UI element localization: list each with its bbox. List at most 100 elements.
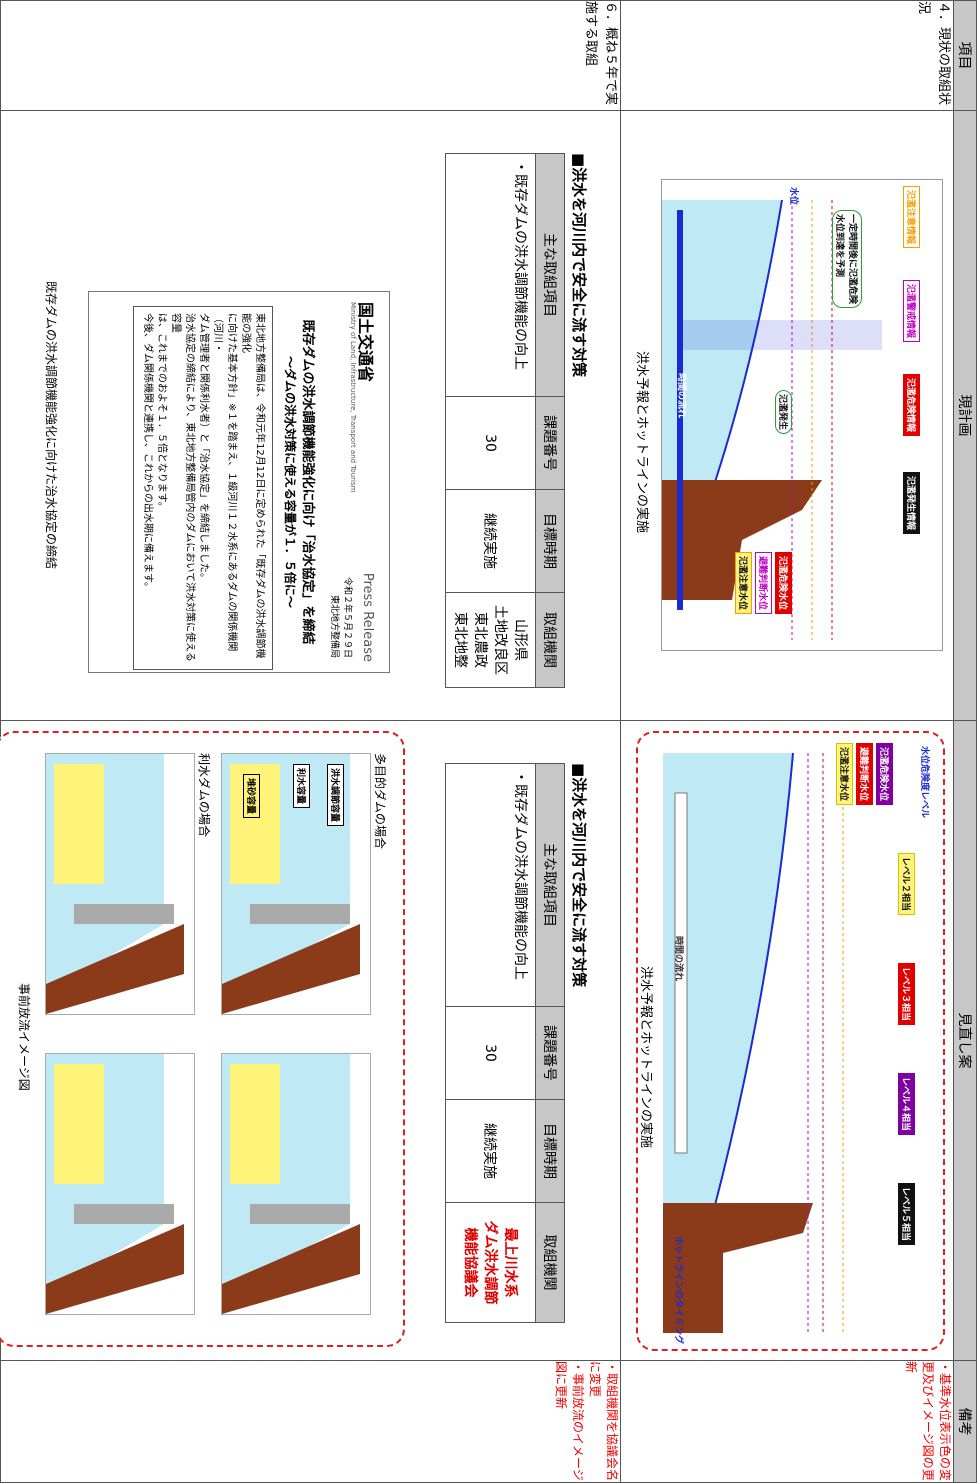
flood-danger-info-label: 氾濫危険情報 (903, 374, 920, 437)
prerelease-caption: 事前放流イメージ図 (17, 983, 31, 1091)
flood-warning-info-label: 氾濫警戒情報 (903, 280, 920, 343)
hotline-timing-legend: ホットラインのタイミング (673, 1236, 683, 1345)
row1-item: ４．現状の取組状況 (620, 0, 954, 111)
agency-2: ダム洪水調節 (482, 1220, 499, 1305)
mlit-english: Ministry of Land, Infrastructure, Transp… (349, 302, 357, 493)
revised-caution-level: 氾濫注意水位 (836, 743, 853, 806)
flood-caution-info-label: 氾濫注意情報 (903, 186, 920, 249)
mlit-logo: 国土交通省 (356, 302, 375, 383)
danger-level-label: 氾濫危険水位 (775, 552, 792, 615)
col-target-time: 目標時期 (535, 489, 565, 593)
row2-item: ６．概ね５年で実施する取組 (0, 0, 621, 111)
dam-svg (46, 754, 184, 1014)
current-section-heading: ■洪水を河川内で安全に流す対策 (570, 153, 588, 378)
current-figure-caption: 洪水予報とホットラインの実施 (634, 351, 649, 534)
hotline-diagram-current (662, 180, 942, 650)
agency-2: 土地改良区 (492, 605, 509, 675)
flood-storage-label: 洪水調節容量 (327, 764, 344, 827)
press-body-line: ダム管理者と関係利水者）と「治水協定」を締結しました。 (198, 313, 209, 583)
col-target-time: 目標時期 (535, 1099, 565, 1203)
revised-issue-number: 30 (445, 1006, 536, 1100)
current-measures-table: 主な取組項目 課題番号 目標時期 取組機関 ・既存ダムの洪水調節機能の向上 30… (445, 153, 565, 688)
panel-multipurpose-title: 多目的ダムの場合 (373, 753, 387, 850)
press-release-label: Press Release (360, 572, 375, 662)
col-main-item: 主な取組項目 (535, 153, 565, 397)
header-current-plan: 現計画 (953, 110, 977, 721)
press-body-line: 東北地方整備局は、令和元年12月12日に定められた「既存ダムの洪水調節機能の強化 (240, 313, 265, 659)
header-item: 項目 (953, 0, 977, 111)
revised-measure-text: ・既存ダムの洪水調節機能の向上 (445, 763, 536, 1007)
remark-agency-change: ・取組機関を協議会名に変更 (588, 1361, 619, 1482)
press-body-line: に向けた基本方針」※１を踏まえ、１級河川１２水系にあるダムの関係機関（河川・ (212, 313, 237, 652)
current-agencies: 山形県 土地改良区 東北農政 東北地整 (445, 592, 536, 688)
dam-diagram-4 (45, 1053, 195, 1315)
agency-1: 山形県 (512, 619, 529, 661)
row2-remarks: ・取組機関を協議会名に変更 ・事前放流のイメージ図に更新 (0, 1360, 621, 1483)
revised-agencies: 最上川水系 ダム洪水調節 機能協議会 (445, 1202, 536, 1323)
water-level-label: 水位 (788, 187, 798, 206)
current-measure-text: ・既存ダムの洪水調節機能の向上 (445, 153, 536, 397)
press-issuer: 東北地方整備局 (329, 594, 339, 658)
sediment-storage-label: 堆砂容量 (243, 774, 260, 819)
press-body-line: 今後、ダム関係機関と連携し、これからの出水期に備えます。 (142, 313, 153, 592)
press-body-line: は、これまでのおよそ１．５倍となります。 (156, 313, 167, 512)
press-title: 既存ダムの洪水調節機能強化に向け「治水協定」を締結 (300, 319, 315, 645)
caution-level-label: 氾濫注意水位 (735, 552, 752, 615)
level5-label: レベル５相当 (898, 1183, 915, 1246)
row1-remarks: ・基準水位表示色の変更及びイメージ図の更新 (620, 1360, 954, 1483)
col-issue-no: 課題番号 (535, 396, 565, 490)
press-caption: 既存ダムの洪水調節機能強化に向けた治水協定の締結 (44, 281, 58, 570)
dam-diagram-1: 洪水調節容量 利水容量 堆砂容量 (221, 753, 371, 1015)
row2-revised-cell: ■洪水を河川内で安全に流す対策 主な取組項目 課題番号 目標時期 取組機関 ・既… (0, 720, 621, 1361)
forecast-bubble-label: 一定時間後に氾濫危険水位到達を予測 (832, 210, 862, 308)
row1-current-cell: 氾濫注意情報 氾濫警戒情報 氾濫危険情報 氾濫発生情報 一定時間後に氾濫危険水位… (620, 110, 954, 721)
agency-3: 機能協議会 (462, 1227, 479, 1298)
press-body-line: 治水協定の締結により、東北地方整備局管内のダムにおいて洪水対策に使える容量 (170, 313, 195, 662)
revised-measures-table: 主な取組項目 課題番号 目標時期 取組機関 ・既存ダムの洪水調節機能の向上 30… (445, 763, 565, 1323)
press-release: 国土交通省 Ministry of Land, Infrastructure, … (88, 291, 390, 673)
risk-level-title: 水位危険度レベル (919, 746, 929, 819)
hotline-figure-revised: 水位危険度レベル レベル２相当 レベル３相当 レベル４相当 レベル５相当 氾濫危… (636, 731, 945, 1351)
revised-time-flow: 時間の流れ (673, 936, 683, 982)
remark-image-update: ・事前放流のイメージ図に更新 (554, 1361, 585, 1481)
press-date: 令和２年５月２９日 東北地方整備局 (329, 577, 355, 658)
prerelease-figure: 多目的ダムの場合 利水ダムの場合 洪水調節容量 利水容量 堆砂容量 事前放流 (0, 731, 405, 1347)
col-main-item: 主な取組項目 (535, 763, 565, 1007)
level3-label: レベル３相当 (898, 963, 915, 1026)
revised-figure-caption: 洪水予報とホットラインの実施 (638, 966, 653, 1149)
flood-occurs-bubble: 氾濫発生 (775, 390, 792, 435)
agency-4: 東北地整 (452, 612, 469, 668)
col-agency: 取組機関 (535, 1202, 565, 1323)
flood-occurrence-info-label: 氾濫発生情報 (903, 472, 920, 535)
evac-level-label: 避難判断水位 (755, 552, 772, 615)
level4-label: レベル４相当 (898, 1073, 915, 1136)
dam-diagram-3 (45, 753, 195, 1015)
revised-danger-level: 氾濫危険水位 (876, 743, 893, 806)
press-date-text: 令和２年５月２９日 (342, 576, 352, 658)
dam-svg (46, 1054, 184, 1314)
level2-label: レベル２相当 (898, 853, 915, 916)
dam-svg (222, 1054, 360, 1314)
revised-evac-level: 避難判断水位 (856, 743, 873, 806)
revised-target-time: 継続実施 (445, 1099, 536, 1203)
row2-current-cell: ■洪水を河川内で安全に流す対策 主な取組項目 課題番号 目標時期 取組機関 ・既… (0, 110, 621, 721)
header-revised-plan: 見直し案 (953, 720, 977, 1361)
header-remarks: 備考 (953, 1360, 977, 1483)
press-subtitle: ～ダムの洪水対策に使える容量が１．５倍に～ (283, 356, 297, 608)
water-use-storage-label: 利水容量 (293, 764, 310, 809)
hotline-figure-current: 氾濫注意情報 氾濫警戒情報 氾濫危険情報 氾濫発生情報 一定時間後に氾濫危険水位… (661, 179, 943, 651)
revised-section-heading: ■洪水を河川内で安全に流す対策 (570, 763, 588, 988)
panel-irrigation-title: 利水ダムの場合 (197, 753, 211, 838)
col-issue-no: 課題番号 (535, 1006, 565, 1100)
hotline-diagram-revised (663, 752, 844, 1333)
press-body: 東北地方整備局は、令和元年12月12日に定められた「既存ダムの洪水調節機能の強化… (133, 306, 273, 670)
agency-1: 最上川水系 (502, 1227, 519, 1298)
current-target-time: 継続実施 (445, 489, 536, 593)
row1-revised-cell: 水位危険度レベル レベル２相当 レベル３相当 レベル４相当 レベル５相当 氾濫危… (620, 720, 954, 1361)
agency-3: 東北農政 (472, 612, 489, 668)
time-flow-label: 時間の流れ (676, 373, 686, 419)
current-issue-number: 30 (445, 396, 536, 490)
col-agency: 取組機関 (535, 592, 565, 688)
